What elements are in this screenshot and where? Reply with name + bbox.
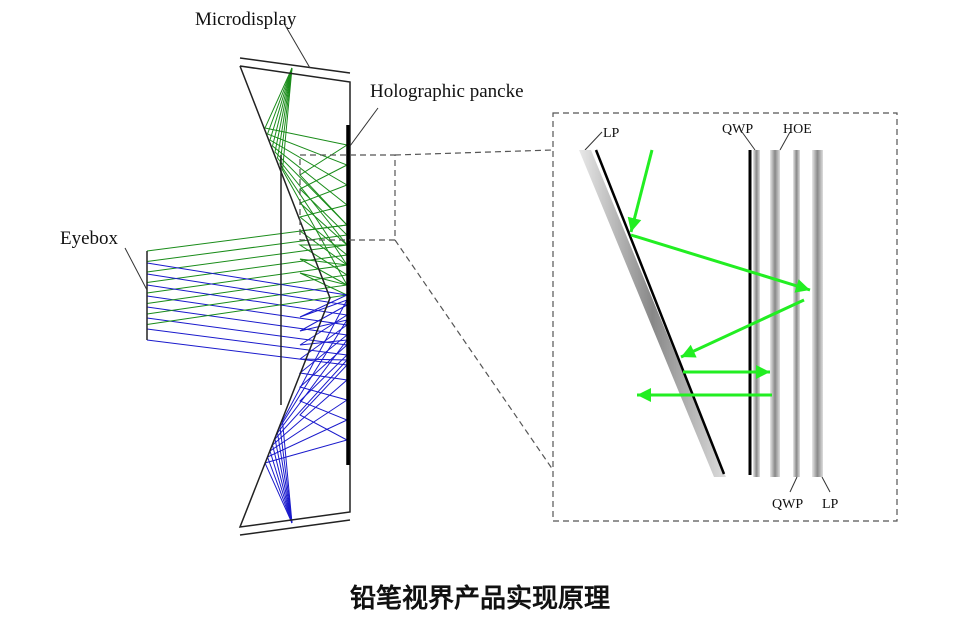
blue-ray <box>146 306 349 524</box>
arrow-line <box>629 149 654 233</box>
lp-plate <box>812 150 823 477</box>
blue-ray <box>146 295 349 524</box>
blue-ray <box>146 284 349 524</box>
green-ray <box>146 67 349 283</box>
zoom-detail-box <box>552 112 898 522</box>
pancake-body <box>146 57 351 536</box>
blue-ray <box>146 262 349 524</box>
blue-ray <box>146 328 349 524</box>
label-hoe: HOE <box>783 122 812 137</box>
prism-outline <box>238 65 351 528</box>
blue-ray <box>146 339 349 524</box>
arrow-head <box>756 365 770 379</box>
arrow-head <box>794 279 810 293</box>
green-ray <box>146 67 349 252</box>
light-path-arrows <box>627 149 811 402</box>
arrow-head <box>681 344 697 358</box>
label-eyebox: Eyebox <box>60 228 119 249</box>
qwp-plate-2 <box>793 150 800 477</box>
lp-slanted-plate <box>579 150 726 477</box>
label-holographic-pancake: Holographic pancke <box>370 81 524 102</box>
arrow-head <box>637 388 651 402</box>
green-ray <box>146 67 349 273</box>
blue-ray <box>146 317 349 524</box>
lp-slanted-edge <box>594 149 726 475</box>
caption-title: 铅笔视界产品实现原理 <box>349 584 610 614</box>
arrow-line <box>630 233 811 292</box>
label-microdisplay: Microdisplay <box>195 9 297 30</box>
label-lp-bottom: LP <box>822 497 839 512</box>
label-qwp-top: QWP <box>722 122 753 137</box>
ray-traces <box>146 67 349 524</box>
arrow-head <box>627 216 642 232</box>
green-ray <box>146 67 349 294</box>
label-qwp-bottom: QWP <box>772 497 803 512</box>
arrow-line <box>680 298 805 359</box>
qwp-plate-1 <box>753 150 760 477</box>
label-leaders <box>124 24 831 493</box>
microdisplay-plate-top <box>239 57 351 74</box>
zoom-callout <box>299 112 898 522</box>
green-ray <box>146 67 349 325</box>
label-lp-top: LP <box>603 126 620 141</box>
microdisplay-plate-bottom <box>239 519 351 536</box>
